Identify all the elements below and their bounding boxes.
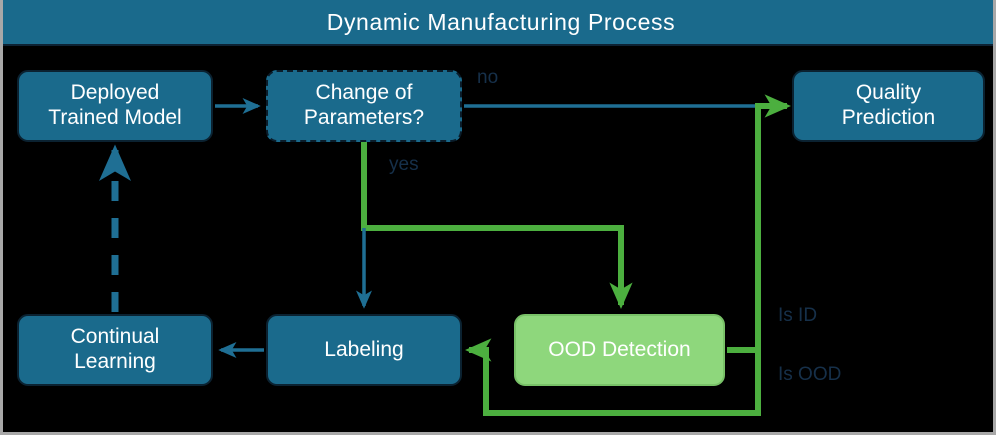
edge-label-yes: yes: [389, 154, 419, 175]
node-label: Continual Learning: [70, 325, 160, 373]
node-continual-learning[interactable]: Continual Learning: [17, 314, 213, 386]
node-deployed-trained-model[interactable]: Deployed Trained Model: [17, 70, 213, 142]
edge-ood-isood-to-labeling: [465, 338, 761, 416]
node-change-of-parameters[interactable]: Change of Parameters?: [266, 70, 462, 142]
edge-ood-isid-to-quality: [727, 94, 791, 353]
node-quality-prediction[interactable]: Quality Prediction: [792, 70, 985, 142]
edge-params-yes-to-ood: [361, 142, 633, 309]
edge-label-no: no: [477, 67, 499, 88]
connector-layer: Quality Prediction (blue horizontal) -->: [98, 94, 791, 416]
edge-label-is-ood: Is OOD: [778, 364, 842, 385]
node-label: Deployed Trained Model: [48, 81, 182, 129]
node-labeling[interactable]: Labeling: [266, 314, 462, 386]
edge-label-is-id: Is ID: [778, 305, 818, 326]
figure-title-bar: Dynamic Manufacturing Process: [3, 0, 993, 46]
node-label: Labeling: [324, 337, 404, 361]
page-title: Dynamic Manufacturing Process: [326, 8, 676, 35]
node-label: Change of Parameters?: [303, 81, 425, 129]
node-label: Quality Prediction: [841, 81, 936, 129]
node-label: OOD Detection: [548, 337, 691, 361]
node-ood-detection[interactable]: OOD Detection: [514, 314, 725, 386]
